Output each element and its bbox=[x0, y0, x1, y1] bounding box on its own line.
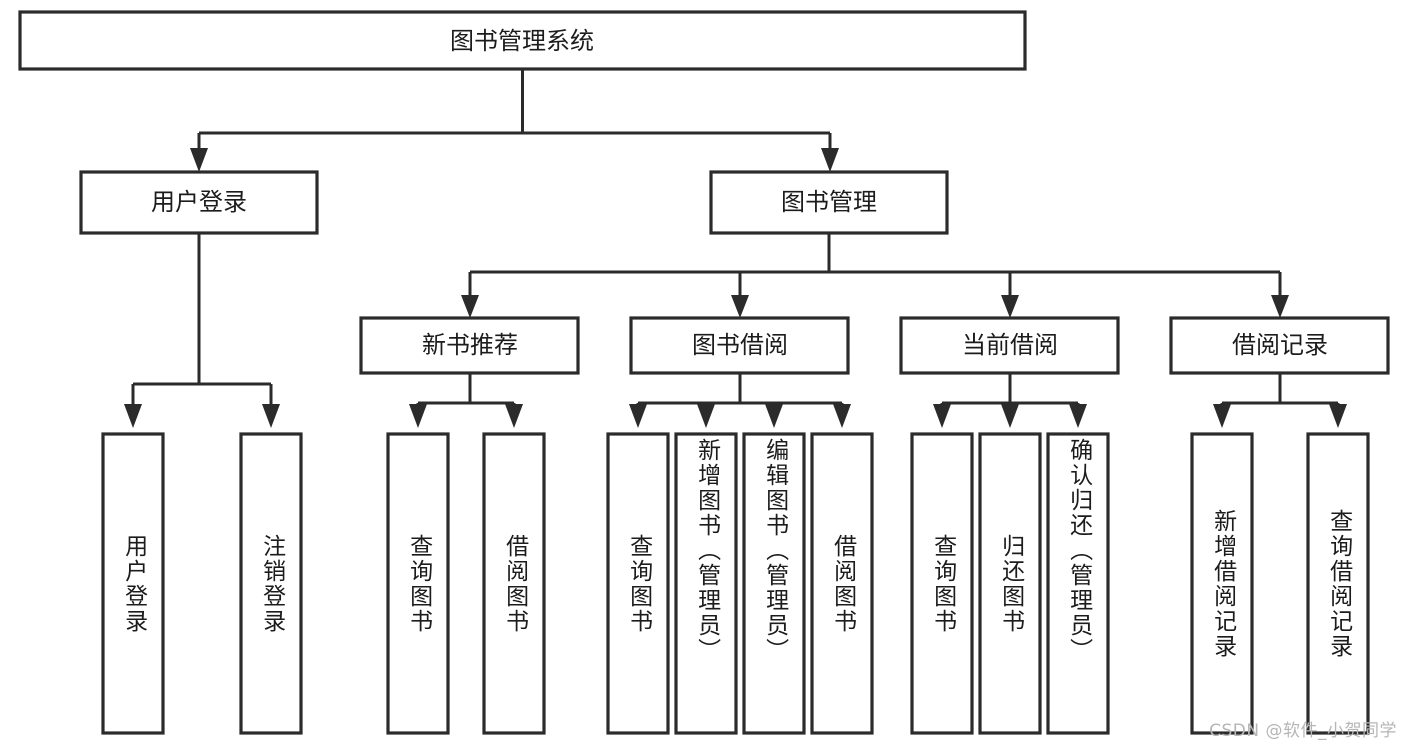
edge-bookmanage-to-level3-bus bbox=[468, 234, 1282, 305]
arrow-to-leaf-query-book-1 bbox=[409, 404, 427, 428]
edge-userlogin-to-leaves bbox=[131, 234, 273, 412]
leaf-box-query-record[interactable] bbox=[1306, 432, 1370, 735]
node-borrow-record-label: 借阅记录 bbox=[1232, 331, 1328, 359]
node-book-borrow-box[interactable] bbox=[629, 316, 850, 375]
arrow-to-new-book-recommend bbox=[461, 295, 479, 318]
leaf-box-add-record[interactable] bbox=[1190, 432, 1254, 735]
arrow-to-leaf-user-login bbox=[124, 404, 142, 428]
node-root-box[interactable] bbox=[18, 10, 1027, 71]
node-user-login-label: 用户登录 bbox=[151, 188, 247, 216]
arrow-root-to-book-manage bbox=[821, 148, 839, 172]
node-new-book-recommend-box[interactable] bbox=[359, 316, 580, 375]
node-new-book-recommend[interactable]: 新书推荐 bbox=[359, 316, 580, 375]
node-root-label: 图书管理系统 bbox=[450, 27, 594, 55]
arrow-to-leaf-query-record bbox=[1329, 404, 1347, 428]
leaf-box-borrow-book-2[interactable] bbox=[810, 432, 874, 735]
leaf-box-borrow-book-1[interactable] bbox=[482, 432, 546, 735]
node-user-login-box[interactable] bbox=[79, 170, 319, 235]
node-user-login[interactable]: 用户登录 bbox=[79, 170, 319, 235]
leaf-box-user-login[interactable] bbox=[101, 432, 165, 735]
node-book-borrow[interactable]: 图书借阅 bbox=[629, 316, 850, 375]
node-current-borrow-label: 当前借阅 bbox=[962, 331, 1058, 359]
arrow-to-current-borrow bbox=[1001, 295, 1019, 318]
node-borrow-record-box[interactable] bbox=[1169, 316, 1390, 375]
arrow-root-to-user-login bbox=[190, 148, 208, 172]
leaf-box-user-logout[interactable] bbox=[239, 432, 303, 735]
leaf-box-confirm-return[interactable] bbox=[1046, 432, 1110, 735]
node-current-borrow[interactable]: 当前借阅 bbox=[899, 316, 1120, 375]
arrow-to-leaf-borrow-book-2 bbox=[833, 404, 851, 428]
arrow-to-leaf-borrow-book-1 bbox=[505, 404, 523, 428]
arrow-to-leaf-add-record bbox=[1213, 404, 1231, 428]
node-book-borrow-label: 图书借阅 bbox=[692, 331, 788, 359]
arrow-to-leaf-add-book bbox=[697, 404, 715, 428]
connector-layer bbox=[124, 69, 1347, 428]
arrow-to-leaf-confirm-return bbox=[1069, 404, 1087, 428]
leaf-box-edit-book[interactable] bbox=[742, 432, 806, 735]
node-book-manage[interactable]: 图书管理 bbox=[709, 170, 949, 235]
edge-bookborrow-to-leaves bbox=[636, 374, 844, 412]
arrow-to-book-borrow bbox=[731, 295, 749, 318]
leaf-box-query-book-3[interactable] bbox=[910, 432, 974, 735]
node-root[interactable]: 图书管理系统 bbox=[18, 10, 1027, 71]
leaf-box-query-book-2[interactable] bbox=[606, 432, 670, 735]
arrow-to-borrow-record bbox=[1271, 295, 1289, 318]
arrow-to-leaf-query-book-3 bbox=[933, 404, 951, 428]
leaf-box-query-book-1[interactable] bbox=[386, 432, 450, 735]
node-book-manage-box[interactable] bbox=[709, 170, 949, 235]
node-current-borrow-box[interactable] bbox=[899, 316, 1120, 375]
edge-borrowrecord-to-leaves bbox=[1220, 374, 1340, 412]
watermark-text: CSDN @软件_小贺同学 bbox=[1209, 721, 1397, 741]
arrow-to-leaf-query-book-2 bbox=[629, 404, 647, 428]
arrow-to-leaf-user-logout bbox=[262, 404, 280, 428]
leaf-box-add-book[interactable] bbox=[674, 432, 738, 735]
node-new-book-recommend-label: 新书推荐 bbox=[422, 331, 518, 359]
arrow-to-leaf-return-book bbox=[1001, 404, 1019, 428]
leaf-box-return-book[interactable] bbox=[978, 432, 1042, 735]
node-borrow-record[interactable]: 借阅记录 bbox=[1169, 316, 1390, 375]
node-book-manage-label: 图书管理 bbox=[781, 188, 877, 216]
edge-root-to-level2-bus bbox=[197, 69, 832, 158]
arrow-to-leaf-edit-book bbox=[765, 404, 783, 428]
edge-newbook-to-leaves bbox=[416, 374, 516, 412]
